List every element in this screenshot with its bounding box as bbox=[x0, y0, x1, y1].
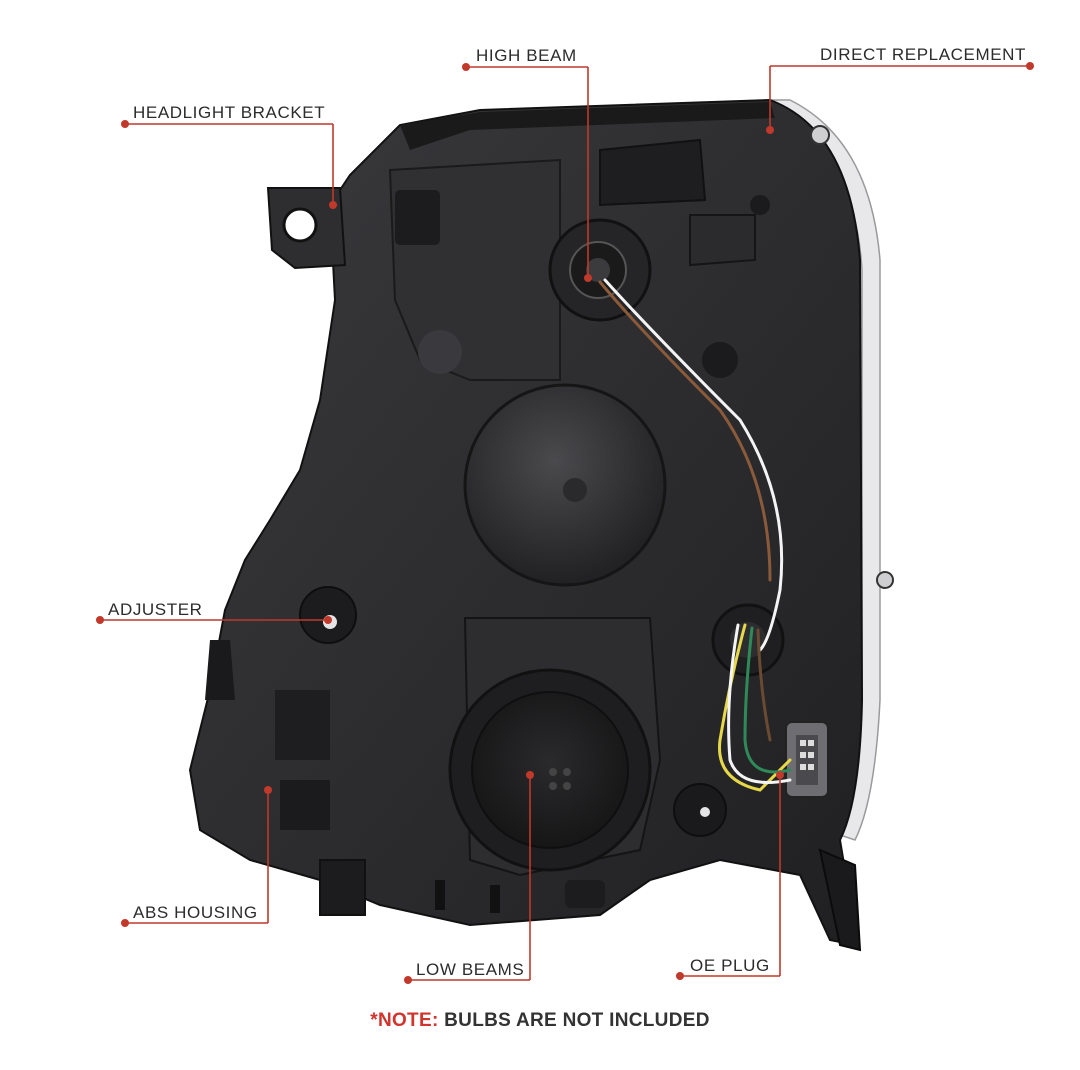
dome-cap bbox=[463, 383, 667, 587]
adjuster-knob bbox=[299, 586, 357, 644]
low-beam-cap bbox=[448, 668, 652, 872]
wiring-harness bbox=[598, 278, 792, 792]
callout-high-beam: HIGH BEAM bbox=[476, 46, 577, 65]
bulbs-note: *NOTE: BULBS ARE NOT INCLUDED bbox=[0, 1010, 1080, 1032]
callout-headlight-bracket: HEADLIGHT BRACKET bbox=[133, 103, 326, 122]
callout-lines bbox=[100, 65, 1030, 981]
callout-direct-replacement: DIRECT REPLACEMENT bbox=[820, 45, 1027, 64]
callout-abs-housing: ABS HOUSING bbox=[133, 903, 258, 922]
note-prefix: *NOTE: bbox=[370, 1010, 439, 1031]
high-beam-socket bbox=[548, 218, 652, 322]
callout-low-beams: LOW BEAMS bbox=[416, 960, 525, 979]
callout-dots bbox=[96, 62, 1034, 984]
note-text: BULBS ARE NOT INCLUDED bbox=[438, 1010, 710, 1031]
callout-adjuster: ADJUSTER bbox=[108, 600, 203, 619]
callout-oe-plug: OE PLUG bbox=[690, 956, 770, 975]
oe-plug-connector bbox=[785, 721, 829, 798]
